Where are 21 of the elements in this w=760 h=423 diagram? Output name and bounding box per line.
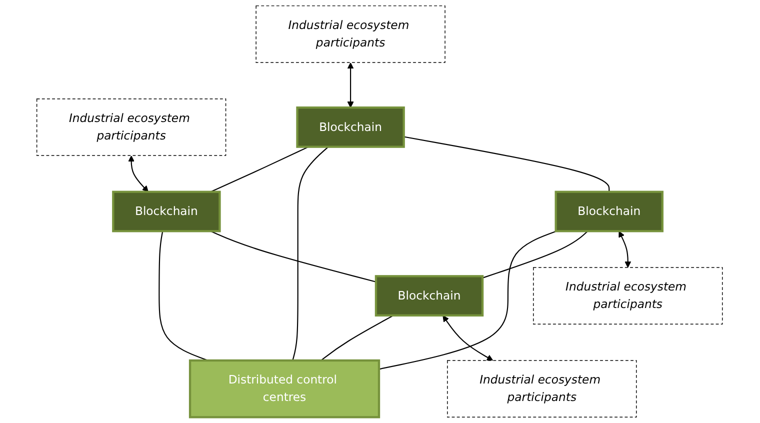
arrow <box>128 156 149 192</box>
connector <box>404 136 610 192</box>
node-box: Blockchain <box>375 275 484 316</box>
node-box: Industrial ecosystem participants <box>256 5 446 63</box>
arrow <box>619 231 632 268</box>
node-box: Blockchain <box>112 190 222 232</box>
node-box: Distributed control centres <box>189 359 380 418</box>
node-box: Blockchain <box>555 190 664 232</box>
connector <box>159 231 209 361</box>
node-box: Blockchain <box>296 106 406 148</box>
arrow <box>348 62 354 108</box>
connector <box>379 230 558 370</box>
connector <box>321 314 394 361</box>
connector <box>210 230 377 282</box>
connector <box>482 230 588 278</box>
node-box: Industrial ecosystem participants <box>36 98 227 156</box>
node-box: Industrial ecosystem participants <box>533 267 724 324</box>
node-box: Industrial ecosystem participants <box>447 360 638 418</box>
connector <box>292 146 330 361</box>
arrow <box>443 315 494 361</box>
connector <box>210 146 310 192</box>
